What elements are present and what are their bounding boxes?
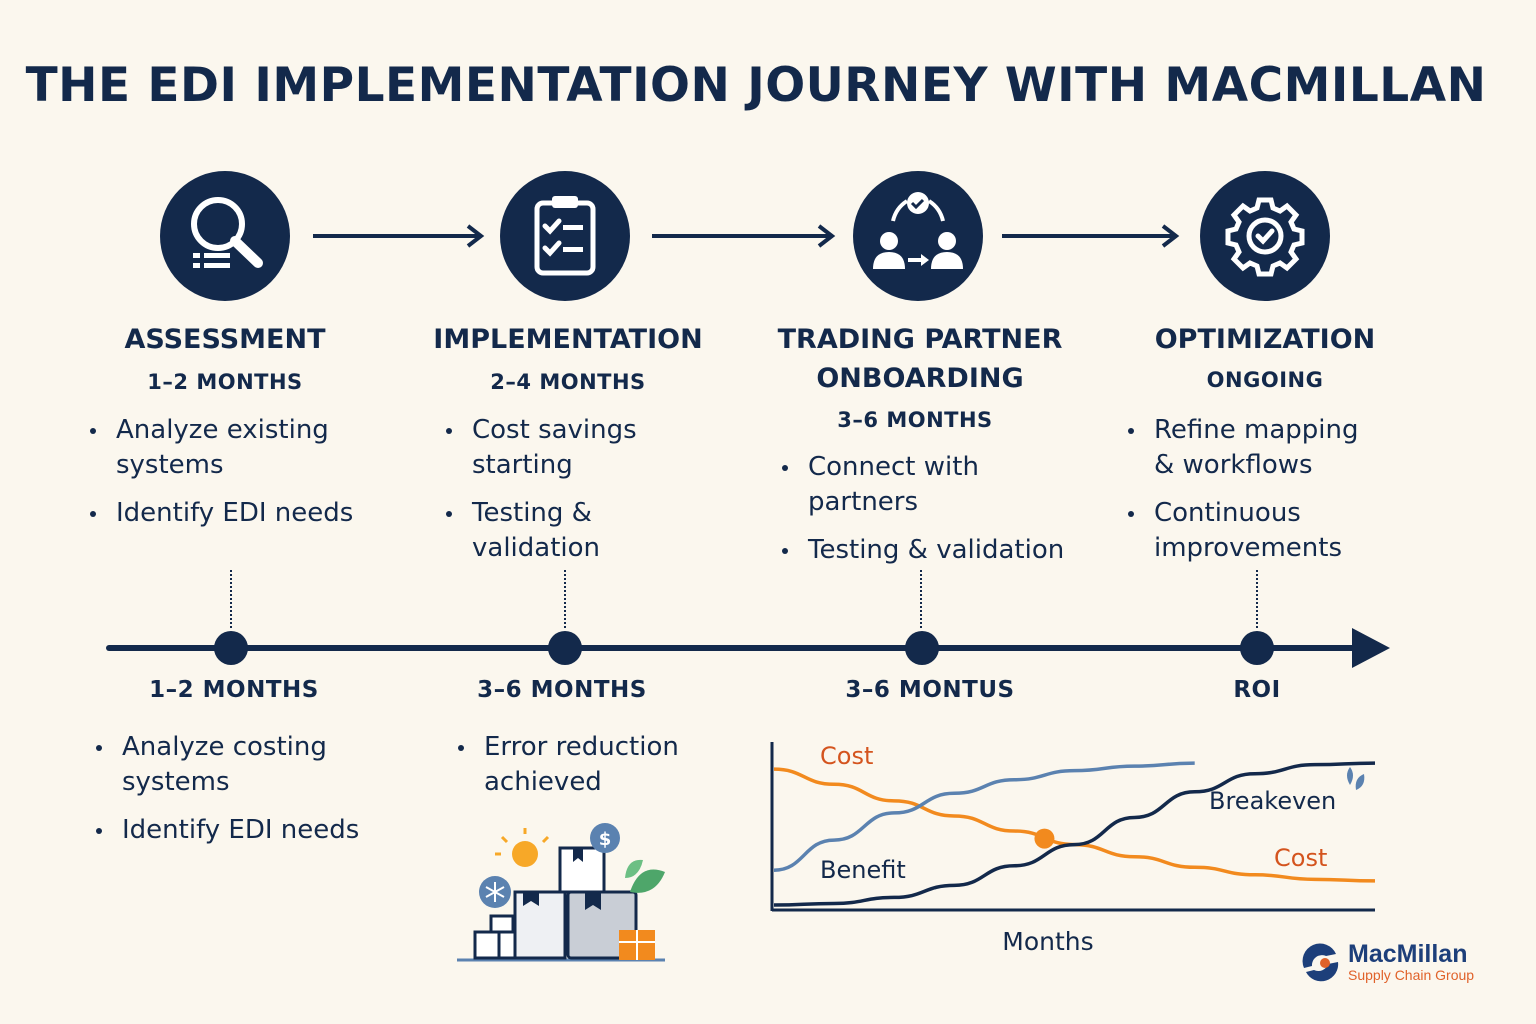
timeline-label: 3–6 MONTHS <box>477 677 647 703</box>
stage-duration: 3–6 MONTHS <box>837 408 993 432</box>
arrow-right-icon <box>313 224 485 248</box>
lower-bullets: Error reduction achieved <box>454 730 714 813</box>
series-line-1 <box>773 761 1376 907</box>
dotted-connector <box>564 570 566 628</box>
arrow-right-icon <box>1002 224 1180 248</box>
breakeven-label: Breakeven <box>1209 787 1336 815</box>
list-item: Identify EDI needs <box>86 496 376 531</box>
stage-title: TRADING PARTNER ONBOARDING <box>777 324 1063 394</box>
page-title: THE EDI IMPLEMENTATION JOURNEY WITH MACM… <box>25 58 1487 113</box>
stage-duration: 2–4 MONTHS <box>490 370 646 394</box>
timeline-node <box>214 631 248 665</box>
timeline-arrow-icon <box>1352 628 1390 668</box>
partners-exchange-icon <box>853 171 983 301</box>
stage-title: IMPLEMENTATION <box>433 324 703 355</box>
x-axis-label: Months <box>1002 927 1093 956</box>
dotted-connector <box>1256 570 1258 628</box>
timeline-label: 1–2 MONTHS <box>149 677 319 703</box>
cost-label: Cost <box>1274 844 1327 872</box>
clipboard-checklist-icon <box>500 171 630 301</box>
stage-duration: ONGOING <box>1206 368 1324 392</box>
cost-benefit-chart: Cost Cost Benefit Breakeven Months <box>770 742 1376 956</box>
arrow-right-icon <box>652 224 836 248</box>
sprout-icon <box>1347 767 1365 790</box>
timeline-line <box>106 645 1366 651</box>
timeline-node <box>1240 631 1274 665</box>
list-item: Analyze existing systems <box>86 413 376 483</box>
list-item: Connect with partners <box>778 450 1078 520</box>
series-line-2 <box>773 761 1195 873</box>
stage-title: OPTIMIZATION <box>1154 324 1376 355</box>
benefit-label: Benefit <box>820 856 906 884</box>
stage-bullets: Cost savings starting Testing & validati… <box>442 413 682 579</box>
macmillan-logo: MacMillan Supply Chain Group <box>1300 940 1520 990</box>
timeline-node <box>905 631 939 665</box>
stage-title: ASSESSMENT <box>124 324 326 355</box>
stage-duration: 1–2 MONTHS <box>147 370 303 394</box>
logo-name: MacMillan <box>1348 940 1468 968</box>
logo-subtitle: Supply Chain Group <box>1348 967 1475 983</box>
magnifier-list-icon <box>160 171 290 301</box>
cost-label: Cost <box>820 742 873 770</box>
timeline-node <box>548 631 582 665</box>
boxes-illustration: $ <box>457 823 665 962</box>
list-item: Analyze costing systems <box>92 730 392 800</box>
list-item: Refine mapping & workflows <box>1124 413 1384 483</box>
dotted-connector <box>920 570 922 628</box>
list-item: Error reduction achieved <box>454 730 714 800</box>
svg-text:$: $ <box>599 829 612 850</box>
list-item: Testing & validation <box>442 496 682 566</box>
gear-check-icon <box>1200 171 1330 301</box>
logo-mark-icon <box>1302 943 1339 982</box>
timeline-label: 3–6 MONTUS <box>845 677 1015 703</box>
stage-bullets: Connect with partners Testing & validati… <box>778 450 1078 581</box>
stage-bullets: Refine mapping & workflows Continuous im… <box>1124 413 1384 579</box>
timeline-label: ROI <box>1233 677 1281 703</box>
lower-bullets: Analyze costing systems Identify EDI nee… <box>92 730 392 861</box>
stage-bullets: Analyze existing systems Identify EDI ne… <box>86 413 376 544</box>
list-item: Identify EDI needs <box>92 813 392 848</box>
dotted-connector <box>230 570 232 628</box>
breakeven-point <box>1034 828 1055 849</box>
list-item: Continuous improvements <box>1124 496 1384 566</box>
list-item: Cost savings starting <box>442 413 682 483</box>
list-item: Testing & validation <box>778 533 1078 568</box>
